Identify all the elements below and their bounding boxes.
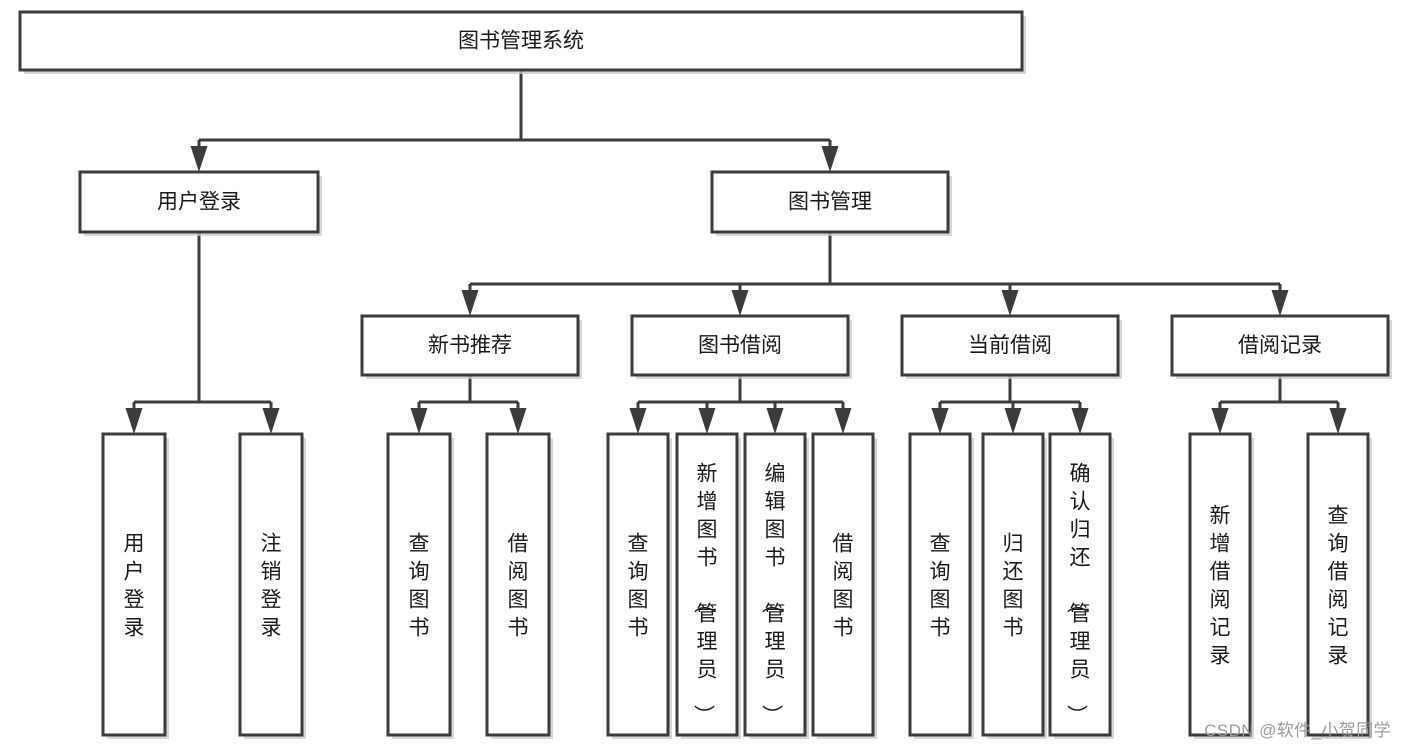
arrow-head-icon (1211, 408, 1229, 434)
node-label: 新增借阅记录 (1210, 504, 1231, 667)
node-leaf-edit-book[interactable]: 编辑图书（管理员） (743, 432, 809, 739)
node-box[interactable] (101, 432, 167, 737)
connector-group (190, 70, 839, 172)
node-box[interactable] (900, 314, 1120, 377)
node-label: 借阅图书 (508, 532, 529, 639)
arrow-head-icon (1004, 408, 1022, 434)
node-leaf-confirm-return[interactable]: 确认归还（管理员） (1048, 432, 1114, 739)
node-label: 用户登录 (124, 532, 145, 639)
connector-group (931, 375, 1089, 434)
node-box[interactable] (18, 10, 1024, 72)
node-new-book-recommend[interactable]: 新书推荐 (360, 314, 582, 379)
node-label: 用户登录 (157, 191, 241, 214)
arrow-head-icon (834, 408, 852, 434)
node-leaf-borrow-book-2[interactable]: 借阅图书 (811, 432, 877, 739)
arrow-head-icon (125, 408, 143, 434)
node-label: 当前借阅 (968, 334, 1052, 357)
node-leaf-query-book-3[interactable]: 查询图书 (908, 432, 974, 739)
node-label: 注销登录 (261, 532, 282, 639)
node-box[interactable] (1306, 432, 1370, 737)
node-borrow-record[interactable]: 借阅记录 (1170, 314, 1392, 379)
node-box[interactable] (1188, 432, 1252, 737)
arrow-head-icon (629, 408, 647, 434)
arrow-head-icon (1271, 290, 1289, 316)
node-label: 查询借阅记录 (1328, 504, 1349, 667)
node-label: 确认归还（管理员） (1065, 462, 1091, 725)
node-leaf-user-login[interactable]: 用户登录 (101, 432, 169, 739)
node-user-login[interactable]: 用户登录 (78, 170, 322, 236)
arrow-head-icon (821, 146, 839, 172)
arrow-head-icon (731, 290, 749, 316)
arrow-head-icon (461, 290, 479, 316)
node-box[interactable] (981, 432, 1045, 737)
arrow-head-icon (262, 408, 280, 434)
node-leaf-add-book[interactable]: 新增图书（管理员） (675, 432, 741, 739)
arrow-head-icon (1001, 290, 1019, 316)
node-leaf-logout-login[interactable]: 注销登录 (238, 432, 306, 739)
node-layer: 图书管理系统用户登录图书管理新书推荐图书借阅当前借阅借阅记录用户登录注销登录查询… (18, 10, 1392, 739)
arrow-head-icon (190, 146, 208, 172)
connector-group (461, 232, 1289, 316)
node-label: 新增图书（管理员） (692, 462, 718, 725)
node-label: 归还图书 (1003, 532, 1024, 639)
node-box[interactable] (360, 314, 580, 377)
node-box[interactable] (78, 170, 320, 234)
node-box[interactable] (606, 432, 670, 737)
arrow-head-icon (766, 408, 784, 434)
node-label: 图书管理系统 (458, 30, 584, 53)
node-box[interactable] (485, 432, 551, 737)
node-box[interactable] (743, 432, 807, 737)
node-box[interactable] (675, 432, 739, 737)
node-label: 查询图书 (409, 532, 430, 639)
connector-group (1211, 375, 1347, 434)
node-leaf-borrow-book-1[interactable]: 借阅图书 (485, 432, 553, 739)
node-book-borrow[interactable]: 图书借阅 (630, 314, 852, 379)
connector-group (125, 232, 280, 434)
node-box[interactable] (1170, 314, 1390, 377)
node-book-management[interactable]: 图书管理 (710, 170, 952, 236)
node-label: 借阅记录 (1238, 334, 1322, 357)
connector-layer (125, 70, 1347, 434)
node-current-borrow[interactable]: 当前借阅 (900, 314, 1122, 379)
node-box[interactable] (1048, 432, 1112, 737)
node-label: 新书推荐 (428, 334, 512, 357)
arrow-head-icon (1071, 408, 1089, 434)
node-label: 图书借阅 (698, 334, 782, 357)
node-box[interactable] (386, 432, 452, 737)
node-leaf-query-book-2[interactable]: 查询图书 (606, 432, 672, 739)
arrow-head-icon (1329, 408, 1347, 434)
node-label: 查询图书 (930, 532, 951, 639)
node-root[interactable]: 图书管理系统 (18, 10, 1026, 74)
node-box[interactable] (908, 432, 972, 737)
arrow-head-icon (410, 408, 428, 434)
arrow-head-icon (509, 408, 527, 434)
node-box[interactable] (811, 432, 875, 737)
node-label: 编辑图书（管理员） (760, 462, 786, 725)
arrow-head-icon (698, 408, 716, 434)
arrow-head-icon (931, 408, 949, 434)
node-label: 图书管理 (788, 191, 872, 214)
node-leaf-query-borrow-record[interactable]: 查询借阅记录 (1306, 432, 1372, 739)
node-leaf-query-book-1[interactable]: 查询图书 (386, 432, 454, 739)
node-leaf-add-borrow-record[interactable]: 新增借阅记录 (1188, 432, 1254, 739)
connector-group (410, 375, 527, 434)
node-label: 查询图书 (628, 532, 649, 639)
node-box[interactable] (630, 314, 850, 377)
node-label: 借阅图书 (833, 532, 854, 639)
node-leaf-return-book[interactable]: 归还图书 (981, 432, 1047, 739)
node-box[interactable] (710, 170, 950, 234)
node-box[interactable] (238, 432, 304, 737)
connector-group (629, 375, 852, 434)
